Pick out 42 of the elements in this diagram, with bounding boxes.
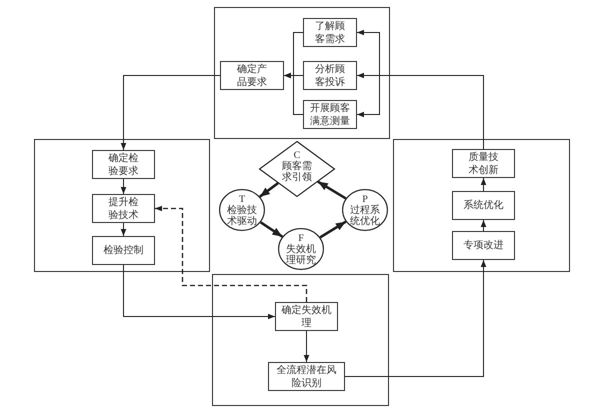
process-box: 确定检验要求	[92, 150, 155, 179]
arrow	[480, 220, 486, 232]
process-box: 检验控制	[92, 236, 155, 265]
process-box: 质量技术创新	[452, 149, 515, 178]
diamond-node	[259, 141, 335, 197]
node-label: 过程系统优化	[350, 204, 380, 226]
circle-node	[342, 189, 388, 231]
process-box: 开展顾客满意测量	[303, 100, 357, 129]
arrow	[319, 220, 347, 238]
process-box: 全流程潜在风险识别	[268, 362, 345, 391]
node-label: 失效机理研究	[286, 244, 316, 266]
circle-node	[278, 228, 324, 270]
node-label: 顾客需求引领	[282, 161, 312, 183]
arrow	[120, 178, 126, 194]
node-letter: F	[298, 232, 304, 244]
node-letter: C	[294, 150, 300, 161]
node-label: 检验技术驱动	[226, 204, 258, 226]
circle-node	[219, 189, 265, 231]
arrow	[260, 221, 284, 238]
process-box: 专项改进	[452, 231, 515, 260]
process-box: 提升检验技术	[92, 194, 155, 223]
arrow	[284, 72, 304, 115]
group-frame	[214, 7, 390, 139]
dashed-arrow	[155, 206, 308, 302]
arrow	[317, 180, 346, 200]
group-frame	[212, 274, 389, 406]
process-box: 系统优化	[452, 191, 515, 220]
arrow	[120, 75, 220, 150]
process-box: 分析顾客投诉	[303, 61, 357, 90]
arrow	[344, 260, 486, 377]
arrow	[304, 330, 310, 362]
arrow	[480, 178, 486, 192]
arrow	[259, 182, 279, 198]
process-box: 了解顾客需求	[303, 18, 357, 47]
group-frame	[34, 139, 210, 272]
group-frame	[393, 139, 570, 272]
arrow	[120, 222, 126, 236]
node-letter: P	[362, 194, 368, 204]
process-box: 确定失效机理	[275, 302, 338, 331]
process-box: 确定产品要求	[220, 61, 284, 90]
node-letter: T	[238, 194, 246, 204]
arrow	[123, 264, 276, 320]
